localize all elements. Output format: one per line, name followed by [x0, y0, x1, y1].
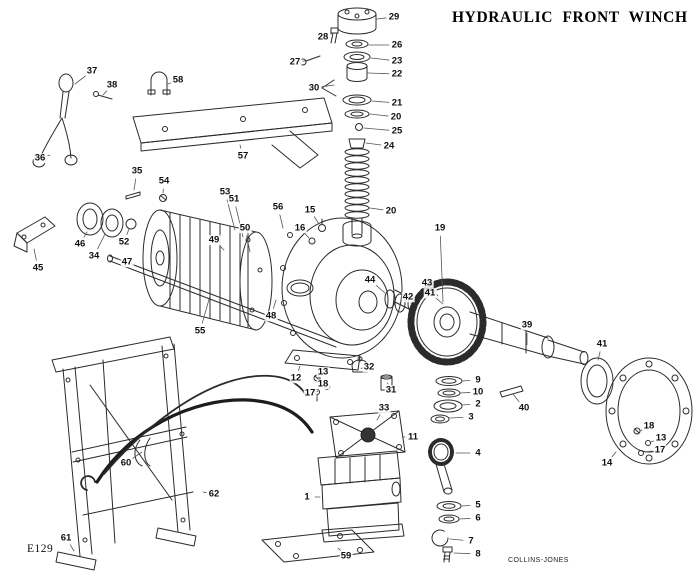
part-callout-18: 18 [642, 420, 656, 432]
part-callout-60: 60 [119, 457, 133, 469]
part-callout-30: 30 [307, 82, 321, 94]
part-callout-55: 55 [193, 325, 207, 337]
part-callout-34: 34 [87, 250, 101, 262]
part-callout-5: 5 [474, 499, 482, 511]
drive-gear-drawing [407, 278, 487, 366]
part-callout-22: 22 [390, 68, 404, 80]
output-shaft-drawing [469, 311, 614, 405]
diagram-title: HYDRAULIC FRONT WINCH [452, 9, 688, 26]
part-callout-16: 16 [293, 222, 307, 234]
part-callout-36: 36 [33, 152, 47, 164]
part-callout-41: 41 [595, 338, 609, 350]
part-callout-21: 21 [390, 97, 404, 109]
part-callout-2: 2 [474, 398, 482, 410]
part-callout-61: 61 [59, 532, 73, 544]
part-callout-50: 50 [238, 222, 252, 234]
part-callout-8: 8 [474, 548, 482, 560]
part-callout-37: 37 [85, 65, 99, 77]
gearbox-housing-drawing [280, 217, 417, 371]
part-callout-53: 53 [218, 186, 232, 198]
end-plate-drawing [605, 357, 693, 465]
part-callout-14: 14 [600, 457, 614, 469]
part-callout-46: 46 [73, 238, 87, 250]
part-callout-13: 13 [654, 432, 668, 444]
part-callout-39: 39 [520, 319, 534, 331]
part-callout-3: 3 [467, 411, 475, 423]
part-callout-25: 25 [390, 125, 404, 137]
part-callout-19: 19 [433, 222, 447, 234]
pump-drawing [261, 410, 406, 563]
part-callout-28: 28 [316, 31, 330, 43]
part-callout-1: 1 [303, 491, 311, 503]
winch-drum-drawing [107, 209, 339, 348]
part-callout-20: 20 [384, 205, 398, 217]
left-fittings-drawing [13, 191, 167, 253]
part-callout-15: 15 [303, 204, 317, 216]
part-callout-4: 4 [474, 447, 482, 459]
part-callout-26: 26 [390, 39, 404, 51]
part-callout-56: 56 [271, 201, 285, 213]
part-callout-10: 10 [471, 386, 485, 398]
mounting-bracket-drawing [132, 71, 333, 169]
part-callout-6: 6 [474, 512, 482, 524]
part-callout-24: 24 [382, 140, 396, 152]
part-callout-13: 13 [316, 366, 330, 378]
part-callout-11: 11 [406, 431, 420, 443]
part-callout-58: 58 [171, 74, 185, 86]
frame-drawing [51, 336, 197, 571]
part-callout-31: 31 [384, 384, 398, 396]
part-callout-62: 62 [207, 488, 221, 500]
part-callout-42: 42 [401, 291, 415, 303]
part-callout-17: 17 [303, 387, 317, 399]
part-callout-49: 49 [207, 234, 221, 246]
part-callout-32: 32 [362, 361, 376, 373]
credit-text: COLLINS-JONES [508, 557, 569, 564]
part-callout-17: 17 [653, 444, 667, 456]
figure-code: E129 [27, 543, 54, 555]
part-callout-45: 45 [31, 262, 45, 274]
part-callout-48: 48 [264, 310, 278, 322]
part-callout-18: 18 [316, 378, 330, 390]
part-callout-43: 43 [420, 277, 434, 289]
part-callout-52: 52 [117, 236, 131, 248]
part-callout-41: 41 [423, 287, 437, 299]
valve-assembly-drawing [299, 7, 377, 239]
part-callout-27: 27 [288, 56, 302, 68]
part-callout-54: 54 [157, 175, 171, 187]
part-callout-59: 59 [339, 550, 353, 562]
part-callout-57: 57 [236, 150, 250, 162]
part-callout-20: 20 [389, 111, 403, 123]
part-callout-12: 12 [289, 372, 303, 384]
part-callout-7: 7 [467, 535, 475, 547]
part-callout-23: 23 [390, 55, 404, 67]
part-callout-47: 47 [120, 256, 134, 268]
part-callout-33: 33 [377, 402, 391, 414]
hoses-drawing [80, 374, 314, 491]
part-callout-35: 35 [130, 165, 144, 177]
part-callout-9: 9 [474, 374, 482, 386]
part-callout-38: 38 [105, 79, 119, 91]
part-callout-29: 29 [387, 11, 401, 23]
part-callout-51: 51 [227, 193, 241, 205]
part-callout-44: 44 [363, 274, 377, 286]
part-callout-40: 40 [517, 402, 531, 414]
